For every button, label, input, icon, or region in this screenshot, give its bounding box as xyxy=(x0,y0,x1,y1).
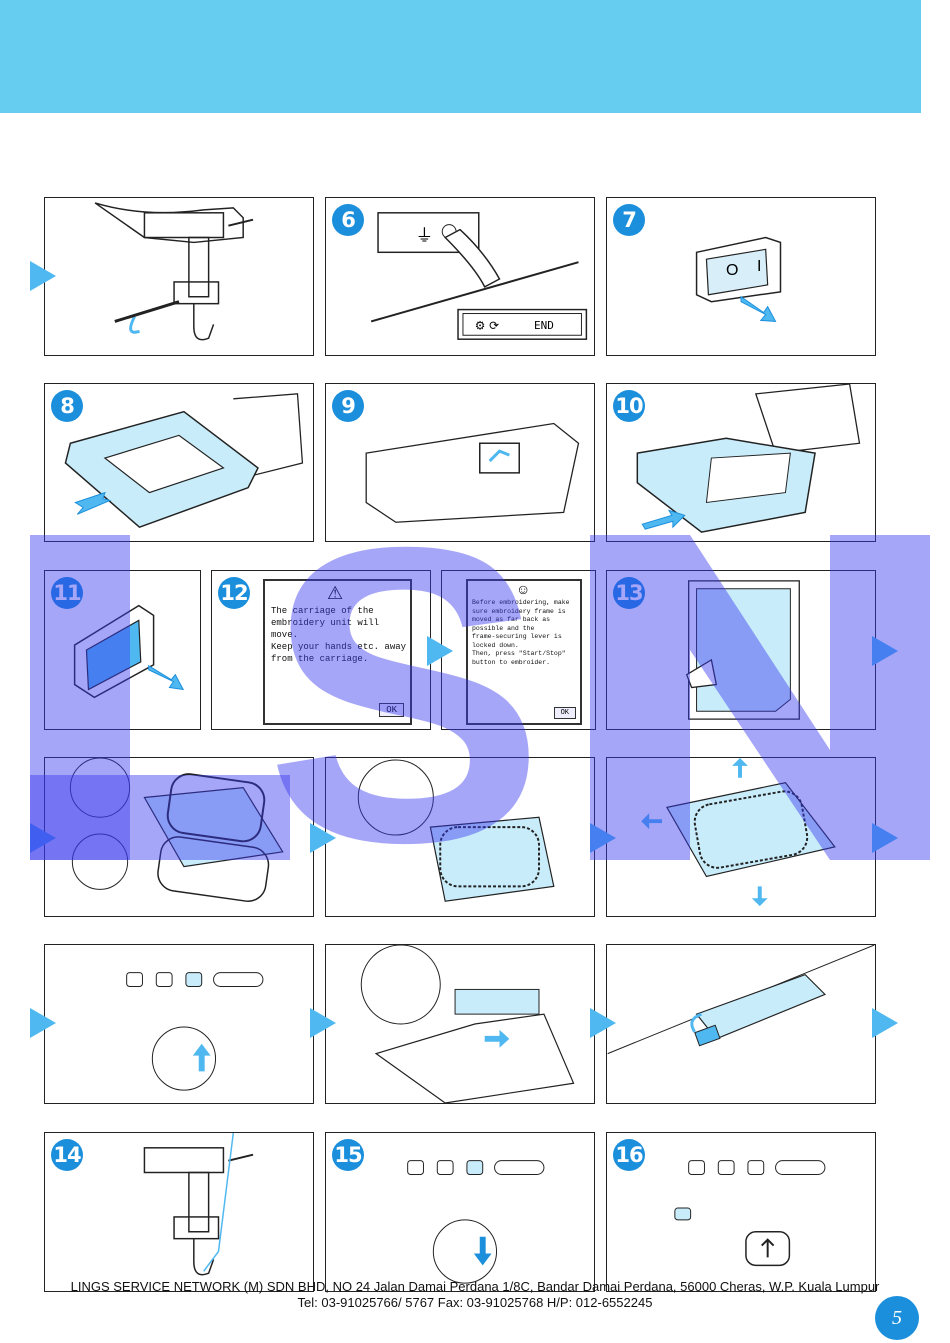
hoop-fabric-illustration xyxy=(69,758,284,902)
step-number: 10 xyxy=(613,390,645,422)
panel-step-8: 8 xyxy=(44,383,314,542)
panel-raise-foot xyxy=(44,944,314,1104)
step-number: 13 xyxy=(613,577,645,609)
switch-on-label: I xyxy=(757,258,762,275)
power-switch-on-illustration xyxy=(73,604,185,699)
panel-step-12b: ☺ Before embroidering, make sure embroid… xyxy=(441,570,596,730)
warning-screen: ⚠ The carriage of the embroidery unit wi… xyxy=(263,579,412,725)
panel-hoop-fabric xyxy=(44,757,314,917)
svg-text:⚙ ⟳: ⚙ ⟳ xyxy=(475,318,499,332)
step-arrow xyxy=(590,823,616,853)
info-message: Before embroidering, make sure embroider… xyxy=(472,599,570,666)
panel-step-6: 6 ⏚ ⚙ ⟳ END xyxy=(325,197,595,356)
flatbed-remove-illustration xyxy=(64,393,304,529)
smile-icon: ☺ xyxy=(516,581,531,597)
step-arrow xyxy=(310,1008,336,1038)
presser-foot-illustration xyxy=(94,202,254,341)
info-screen: ☺ Before embroidering, make sure embroid… xyxy=(466,579,582,725)
raise-presser-foot-illustration xyxy=(126,972,264,1091)
step-number: 9 xyxy=(332,390,364,422)
warning-icon: ⚠ xyxy=(327,583,344,603)
panel-step-12: 12 ⚠ The carriage of the embroidery unit… xyxy=(211,570,431,730)
step-arrow xyxy=(590,1008,616,1038)
step-arrow xyxy=(310,823,336,853)
warning-message: The carriage of the embroidery unit will… xyxy=(271,606,407,664)
step-arrow xyxy=(30,1008,56,1038)
panel-lock-lever xyxy=(606,944,876,1104)
step-arrow xyxy=(30,261,56,291)
panel-step-10: 10 xyxy=(606,383,876,542)
step-number: 8 xyxy=(51,390,83,422)
step-number: 11 xyxy=(51,577,83,609)
step-arrow xyxy=(872,823,898,853)
header-bar xyxy=(0,0,921,113)
accessory-port-illustration xyxy=(365,422,580,523)
attach-embroidery-unit-illustration xyxy=(636,384,861,533)
step-number: 12 xyxy=(218,577,250,609)
panel-step-16: 16 xyxy=(606,1132,876,1292)
panel-step-11: 11 xyxy=(44,570,201,730)
lower-presser-foot-illustration xyxy=(407,1160,545,1284)
panel-attach-frame xyxy=(325,944,595,1104)
footer: LINGS SERVICE NETWORK (M) SDN BHD, NO 24… xyxy=(0,1279,950,1311)
switch-off-label: O xyxy=(726,262,739,279)
panel-step-7: 7 O I xyxy=(606,197,876,356)
thread-needle-illustration xyxy=(143,1133,254,1276)
panel-step-14: 14 xyxy=(44,1132,314,1292)
step-number: 15 xyxy=(332,1139,364,1171)
ok-button[interactable]: OK xyxy=(379,703,404,717)
step-arrow xyxy=(30,823,56,853)
stabilizer-iron-illustration xyxy=(685,580,800,720)
panel-hoop-tighten xyxy=(606,757,876,917)
footer-contacts: Tel: 03-91025766/ 5767 Fax: 03-91025768 … xyxy=(297,1295,653,1310)
ok-button[interactable]: OK xyxy=(553,707,576,719)
step-arrow xyxy=(427,636,453,666)
key-press-illustration: ⏚ ⚙ ⟳ xyxy=(370,212,588,340)
panel-step-9: 9 xyxy=(325,383,595,542)
step-number: 6 xyxy=(332,204,364,236)
lock-lever-illustration xyxy=(607,945,875,1055)
footer-address: LINGS SERVICE NETWORK (M) SDN BHD, NO 24… xyxy=(70,1279,880,1294)
start-stop-illustration xyxy=(674,1160,826,1267)
step-arrow xyxy=(872,636,898,666)
step-number: 16 xyxy=(613,1139,645,1171)
panel-presser-foot xyxy=(44,197,314,356)
panel-step-13: 13 xyxy=(606,570,876,730)
step-number: 14 xyxy=(51,1139,83,1171)
power-switch-illustration xyxy=(695,236,782,322)
step-arrow xyxy=(872,1008,898,1038)
panel-step-15: 15 xyxy=(325,1132,595,1292)
panel-hoop-press xyxy=(325,757,595,917)
hoop-tighten-illustration xyxy=(641,758,836,907)
hoop-press-illustration xyxy=(357,759,555,902)
svg-text:⏚: ⏚ xyxy=(416,226,434,246)
step-number: 7 xyxy=(613,204,645,236)
page-number: 5 xyxy=(875,1296,919,1340)
end-label: END xyxy=(534,319,554,332)
attach-frame-illustration xyxy=(360,945,575,1103)
